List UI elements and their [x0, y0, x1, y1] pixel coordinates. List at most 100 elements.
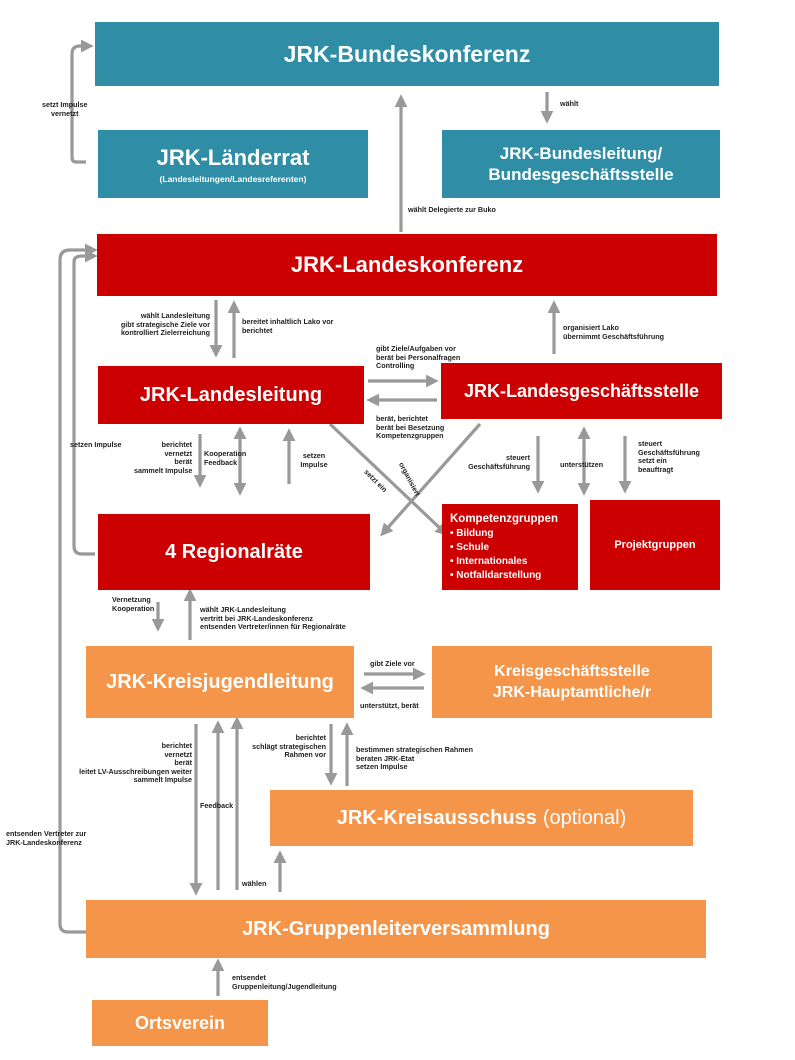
- kreisgeschaeftsstelle-title-line2: JRK-Hauptamtliche/r: [492, 684, 652, 701]
- label-line: Geschäftsführung: [468, 461, 530, 471]
- box-ortsverein: Ortsverein: [92, 1000, 268, 1046]
- label-waehlen: wählen: [242, 879, 267, 889]
- arrow-ll-kompetenzgruppen: [328, 422, 449, 536]
- label-setzen-impulse-left: setzen Impulse: [70, 440, 122, 450]
- label-berichtet-rr: berichtet vernetzt berät sammelt Impulse: [134, 440, 193, 475]
- kompetenzgruppen-title: Kompetenzgruppen: [450, 512, 558, 525]
- label-line: übernimmt Geschäftsführung: [563, 331, 665, 341]
- label-line: beraten JRK-Etat: [356, 753, 415, 763]
- label-unterstuetzen: unterstützen: [560, 460, 604, 470]
- label-line: setzen Impulse: [356, 762, 408, 772]
- label-line: berät, berichtet: [376, 414, 428, 423]
- kompetenzgruppen-item-internationales: • Internationales: [450, 555, 528, 567]
- label-line: wählt: [560, 99, 579, 108]
- box-gruppenleiterversammlung: JRK-Gruppenleiterversammlung: [86, 900, 706, 958]
- label-line: setzt Impulse: [42, 100, 88, 109]
- label-line: vernetzt: [164, 749, 192, 759]
- bundeskonferenz-title: JRK-Bundeskonferenz: [283, 40, 531, 67]
- label-setzen-impulse-ll: setzen Impulse: [292, 451, 336, 469]
- label-line: wählt JRK-Landesleitung: [200, 605, 286, 614]
- kompetenzgruppen-item-bildung: • Bildung: [450, 527, 494, 539]
- label-line: wählt Landesleitung: [140, 311, 210, 320]
- label-entsenden-vertreter: entsenden Vertreter zur JRK-Landeskonfer…: [6, 829, 87, 847]
- arrow-lgs-regionalraete: [380, 422, 482, 537]
- label-schlaegt-rahmen: berichtet schlägt strategischen Rahmen v…: [250, 733, 326, 760]
- box-landesgeschaeftsstelle: JRK-Landesgeschäftsstelle: [441, 363, 722, 419]
- label-line: organisiert Lako: [563, 323, 619, 332]
- label-waehlt: wählt: [560, 99, 579, 109]
- label-line: berichtet: [161, 741, 192, 750]
- label-setzt-impulse: setzt Impulse vernetzt: [42, 100, 88, 118]
- label-steuert-pg: steuert Geschäftsführung setzt ein beauf…: [638, 439, 700, 474]
- regionalraete-title: 4 Regionalräte: [165, 540, 303, 563]
- label-line: berät: [174, 758, 192, 768]
- label-gibt-ziele-aufgaben: gibt Ziele/Aufgaben vor berät bei Person…: [376, 344, 461, 371]
- kreisjugendleitung-title: JRK-Kreisjugendleitung: [106, 670, 334, 693]
- label-line: beauftragt: [638, 464, 674, 474]
- label-line: entsenden Vertreter/innen für Regionalrä…: [200, 622, 346, 632]
- label-line: Kompetenzgruppen: [376, 431, 444, 441]
- label-unterstuetzt-beraet: unterstützt, berät: [360, 701, 419, 711]
- box-kreisausschuss: JRK-Kreisausschuss (optional): [270, 790, 693, 846]
- label-line: berichtet: [242, 325, 273, 335]
- laenderrat-subtitle: (Landesleitungen/Landesreferenten): [159, 173, 307, 184]
- label-line: gibt Ziele vor: [370, 659, 415, 668]
- label-line: wählen: [242, 879, 267, 888]
- label-waehlt-landesleitung: wählt Landesleitung gibt strategische Zi…: [118, 311, 210, 338]
- label-line: Gruppenleitung/Jugendleitung: [232, 981, 337, 991]
- projektgruppen-title: Projektgruppen: [614, 539, 696, 551]
- label-waehlt-delegierte: wählt Delegierte zur Buko: [408, 205, 496, 215]
- label-line: bereitet inhaltlich Lako vor: [242, 317, 334, 326]
- label-line: JRK-Landeskonferenz: [6, 837, 82, 847]
- landesleitung-title: JRK-Landesleitung: [139, 383, 323, 406]
- landesgeschaeftsstelle-title: JRK-Landesgeschäftsstelle: [463, 380, 700, 401]
- label-vernetzung-kooperation: Vernetzung Kooperation: [112, 595, 154, 613]
- box-bundesleitung: JRK-Bundesleitung/ Bundesgeschäftsstelle: [442, 130, 720, 198]
- label-line: Impulse: [300, 459, 328, 469]
- kreisausschuss-optional: (optional): [542, 806, 627, 829]
- label-line: berät bei Besetzung: [376, 422, 445, 432]
- bundesleitung-title-line2: Bundesgeschäftsstelle: [488, 165, 674, 184]
- label-bereitet-lako: bereitet inhaltlich Lako vor berichtet: [242, 317, 334, 335]
- label-line: bestimmen strategischen Rahmen: [356, 745, 474, 754]
- label-line: steuert: [506, 453, 530, 462]
- label-berichtet-kjl: berichtet vernetzt berät leitet LV-Aussc…: [70, 741, 192, 785]
- kompetenzgruppen-list: • Bildung • Schule • Internationales • N…: [450, 527, 541, 583]
- box-kreisgeschaeftsstelle: Kreisgeschäftsstelle JRK-Hauptamtliche/r: [432, 646, 712, 718]
- label-line: unterstützt, berät: [360, 701, 419, 710]
- label-line: Feedback: [200, 801, 234, 810]
- label-line: Vernetzung: [112, 595, 151, 604]
- label-line: wählt Delegierte zur Buko: [408, 205, 496, 214]
- label-beraet-berichtet: berät, berichtet berät bei Besetzung Kom…: [376, 414, 445, 441]
- box-regionalraete: 4 Regionalräte: [98, 514, 370, 590]
- arrow-glv-landeskonferenz: [58, 243, 98, 934]
- label-line: Geschäftsführung: [638, 447, 700, 457]
- box-landesleitung: JRK-Landesleitung: [98, 366, 364, 424]
- label-entsendet: entsendet Gruppenleitung/Jugendleitung: [232, 973, 337, 991]
- label-line: vertritt bei JRK-Landeskonferenz: [200, 613, 314, 623]
- label-waehlt-jrk-landesleitung: wählt JRK-Landesleitung vertritt bei JRK…: [200, 605, 346, 632]
- label-line: sammelt Impulse: [134, 465, 193, 475]
- ortsverein-title: Ortsverein: [134, 1012, 226, 1033]
- label-feedback: Feedback: [200, 801, 234, 811]
- label-line: vernetzt: [164, 448, 192, 458]
- label-line: leitet LV-Ausschreibungen weiter: [79, 766, 192, 776]
- label-line: Feedback: [204, 457, 238, 467]
- box-bundeskonferenz: JRK-Bundeskonferenz: [95, 22, 719, 86]
- kreisgeschaeftsstelle-title-line1: Kreisgeschäftsstelle: [494, 663, 650, 680]
- label-line: berät bei Personalfragen: [376, 352, 461, 362]
- label-line: setzen Impulse: [70, 440, 122, 449]
- label-line: Kooperation: [204, 449, 247, 458]
- label-line: Rahmen vor: [284, 750, 326, 760]
- box-kreisjugendleitung: JRK-Kreisjugendleitung: [86, 646, 354, 718]
- label-line: unterstützen: [560, 460, 604, 469]
- label-line: schlägt strategischen: [252, 741, 326, 751]
- label-steuert-gf: steuert Geschäftsführung: [464, 453, 530, 471]
- label-line: entsenden Vertreter zur: [6, 829, 87, 838]
- kompetenzgruppen-item-notfalldarstellung: • Notfalldarstellung: [450, 569, 542, 581]
- gruppenleiterversammlung-title: JRK-Gruppenleiterversammlung: [242, 917, 550, 940]
- box-kompetenzgruppen: Kompetenzgruppen • Bildung • Schule • In…: [442, 504, 578, 590]
- box-laenderrat: JRK-Länderrat (Landesleitungen/Landesref…: [98, 130, 368, 198]
- label-line: sammelt Impulse: [133, 775, 192, 785]
